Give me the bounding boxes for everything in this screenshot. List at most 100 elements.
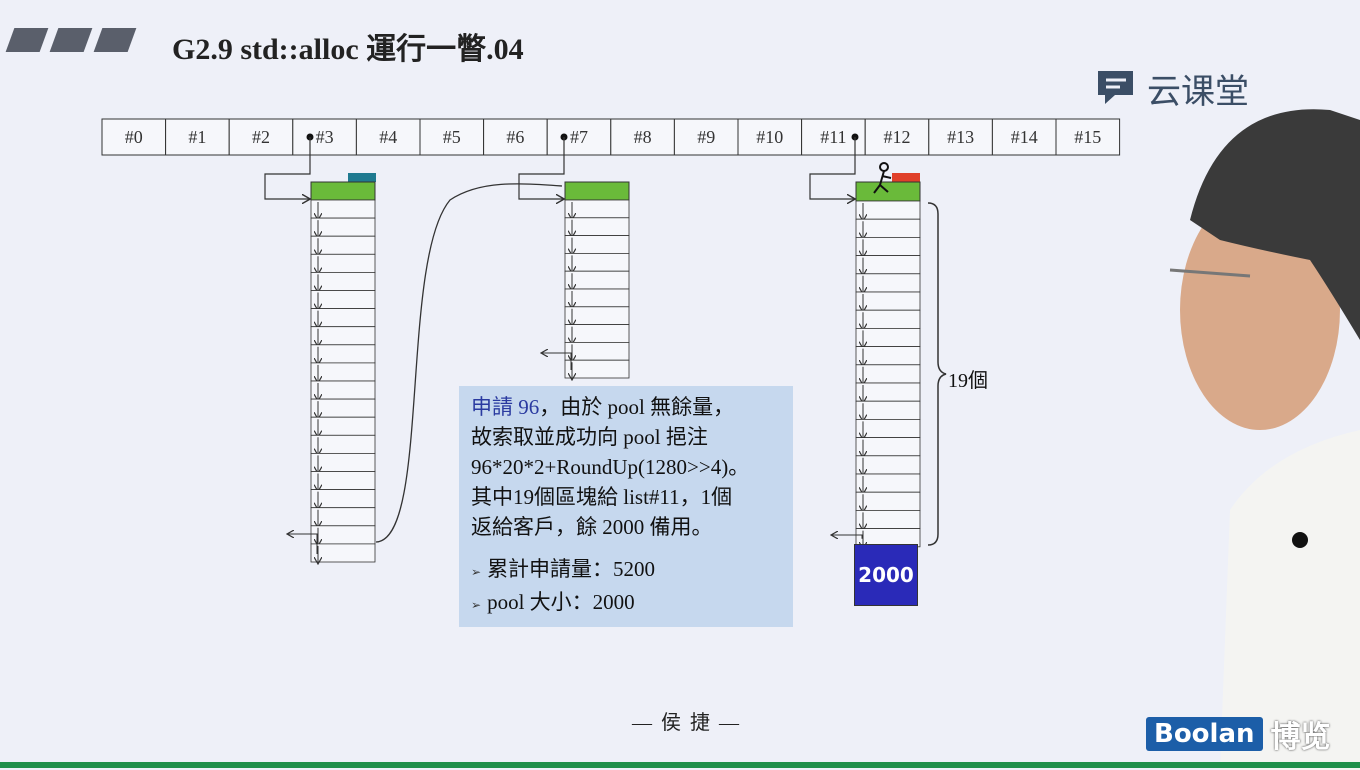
chunk-head [310,181,376,201]
presenter-figure [1169,109,1360,770]
chunk-tab [892,173,920,182]
chunk-row [310,217,376,237]
chunk-row [564,199,630,219]
chunk-row [310,507,376,527]
chunk-row [310,380,376,400]
info-line: 返給客戶，餘 2000 備用。 [471,512,781,542]
chunk-row [564,217,630,237]
chunk-row [855,364,921,384]
bullet-text: 累計申請量：5200 [487,557,656,581]
chunk-row [855,273,921,293]
info-line: 故索取並成功向 pool 挹注 [471,422,781,452]
chunk-row [564,288,630,308]
chunk-row [310,199,376,219]
chunk-row [564,235,630,254]
chunk-row [564,324,630,343]
chunk-row [564,252,630,272]
chunk-row [310,308,376,328]
chunk-row [855,491,921,511]
list-end-arrow [542,353,572,370]
slot-label: #3 [316,127,334,147]
free-list-slot [673,118,739,156]
info-line: 96*20*2+RoundUp(1280>>4)。 [471,452,781,482]
chunk-row [310,434,376,454]
chunk-row [855,291,921,311]
chunk-row [855,255,921,275]
chunk-row [855,437,921,457]
info-bullet: ➢ 累計申請量：5200 [471,554,781,587]
chunk-row [855,327,921,347]
slot-label: #13 [947,127,974,147]
slot-label: #9 [697,127,715,147]
free-list-slot [165,118,230,156]
bullet-arrow-icon: ➢ [471,565,482,579]
brand-logo: Boolan 博览 [1146,712,1331,756]
info-bullet: ➢ pool 大小：2000 [471,587,781,620]
chunk-row [855,382,921,402]
slot-label: #11 [820,127,846,147]
info-text: 其中19個區塊給 list#11，1個 [471,485,733,509]
info-line: 其中19個區塊給 list#11，1個 [471,482,781,512]
chunk-row [564,341,630,361]
chunk-row [310,525,376,545]
chunk-head [564,181,630,201]
chunk-row [855,418,921,438]
chunk-row [310,253,376,273]
free-list-slot [292,118,357,156]
chunk-row [564,270,630,290]
free-list-slot [101,118,167,156]
count-brace [927,202,947,546]
list-link-arrow [809,137,855,199]
chunk-row [310,398,376,418]
list-link-arrow [518,137,564,199]
chunk-row [855,236,921,256]
free-list-slot [1055,118,1121,156]
author-credit: — 侯 捷 — [632,712,741,734]
chunk-row [855,346,921,366]
slot-label: #1 [188,127,206,147]
highlight-text: 申請 96 [471,395,540,419]
slot-label: #2 [252,127,270,147]
pool-link-curve [375,183,563,543]
chunk-row [855,400,921,420]
chunk-row [855,218,921,238]
chunk-tab [348,173,376,182]
count-label: 19個 [948,370,988,392]
bullet-text: pool 大小：2000 [487,590,635,614]
chunk-row [564,306,630,325]
list-end-arrow [288,534,318,554]
info-line: 申請 96，由於 pool 無餘量， [471,392,781,422]
slide-title: G2.9 std::alloc 運行一瞥.04 [172,33,524,66]
slot-label: #10 [756,127,783,147]
chunk-row [855,509,921,529]
slot-label: #15 [1074,127,1101,147]
chunk-row [310,489,376,509]
slot-label: #0 [125,127,143,147]
free-list-slot [928,118,993,156]
chunk-row [855,200,921,220]
info-text: 故索取並成功向 pool 挹注 [471,425,708,449]
chunk-row [855,455,921,475]
slot-label: #5 [443,127,461,147]
chunk-row [310,344,376,364]
chunk-row [855,473,921,493]
chunk-row [310,290,376,310]
pool-block: 2000 [854,544,918,606]
chunk-row [310,452,376,472]
bullet-arrow-icon: ➢ [471,598,482,612]
chunk-row [310,543,376,563]
info-box: 申請 96，由於 pool 無餘量， 故索取並成功向 pool 挹注 96*20*2… [459,386,793,627]
chunk-row [310,362,376,382]
info-text: 返給客戶，餘 2000 備用。 [471,515,713,539]
client-figure-body [873,170,892,194]
free-list-slot [419,118,485,156]
chunk-row [310,471,376,491]
info-text: ，由於 pool 無餘量， [539,395,735,419]
slot-label: #8 [634,127,652,147]
chat-bubble-icon [1098,71,1133,104]
list-link-arrow [264,137,310,199]
chunk-row [564,359,630,379]
slot-label: #7 [570,127,588,147]
brand-en: Boolan [1146,717,1263,751]
